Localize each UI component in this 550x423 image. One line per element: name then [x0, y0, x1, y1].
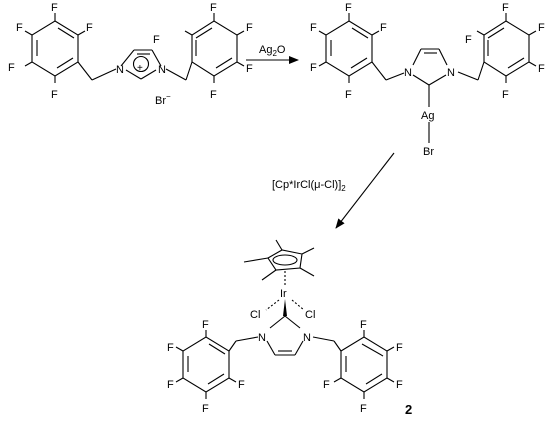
compound-number: 2	[405, 402, 412, 417]
f-label: F	[310, 22, 317, 34]
reaction-arrow-2: [Cp*IrCl(μ-Cl)]2	[272, 152, 395, 229]
f-label: F	[167, 379, 174, 391]
f-label: F	[380, 22, 387, 34]
left-pentafluorophenyl-ring	[175, 330, 259, 399]
f-label: F	[16, 22, 23, 34]
f-label: F	[86, 22, 93, 34]
f-label: F	[396, 379, 403, 391]
f-label: F	[246, 22, 253, 34]
f-label: F	[167, 342, 174, 354]
ag-label: Ag	[421, 110, 434, 122]
iridium-carbene-complex: Ir Cl Cl N N F F F F F F F F F F 2	[167, 239, 412, 417]
f-label: F	[310, 62, 317, 74]
f-label: F	[345, 2, 352, 14]
ir-carbene-wedge	[283, 299, 287, 316]
f-label: F	[396, 342, 403, 354]
n-label: N	[303, 332, 311, 344]
reagent-silver-oxide: Ag2O	[259, 44, 286, 58]
f-label: F	[502, 2, 509, 14]
silver-carbene-complex: F F F F F N N Ag Br F F F F F	[310, 2, 545, 158]
reaction-arrow-1: Ag2O	[246, 44, 299, 64]
n-label: N	[258, 332, 266, 344]
f-label: F	[323, 379, 330, 391]
f-label: F	[360, 403, 367, 415]
left-pentafluorophenyl-ring	[318, 13, 405, 83]
ir-label: Ir	[280, 288, 287, 300]
right-pentafluorophenyl-ring	[457, 13, 537, 83]
f-label: F	[360, 319, 367, 331]
imidazolium-ring	[120, 49, 162, 80]
n-label: N	[447, 67, 455, 79]
br-label: Br	[423, 146, 434, 158]
f-label: F	[202, 319, 209, 331]
f-label: F	[153, 34, 160, 46]
n-label: N	[116, 64, 124, 76]
f-label: F	[238, 379, 245, 391]
imidazolium-salt: F F F F F N N + F F F F F Br−	[8, 2, 253, 107]
cl-label: Cl	[305, 309, 315, 321]
f-label: F	[202, 403, 209, 415]
f-label: F	[345, 89, 352, 101]
reagent-iridium-dimer: [Cp*IrCl(μ-Cl)]2	[272, 179, 346, 193]
cl-label: Cl	[250, 309, 260, 321]
n-label: N	[404, 67, 412, 79]
cation-charge: +	[137, 63, 143, 74]
left-pentafluorophenyl-ring	[24, 13, 117, 83]
f-label: F	[210, 89, 217, 101]
imidazolylidene-ring	[412, 48, 448, 107]
ir-cl-bonds	[265, 299, 305, 311]
f-label: F	[51, 89, 58, 101]
f-label: F	[210, 2, 217, 14]
n-label: N	[158, 64, 166, 76]
f-label: F	[502, 89, 509, 101]
f-label: F	[465, 34, 472, 46]
f-label: F	[538, 22, 545, 34]
right-pentafluorophenyl-ring	[312, 330, 395, 399]
f-label: F	[538, 63, 545, 75]
f-label: F	[246, 63, 253, 75]
right-pentafluorophenyl-ring	[165, 13, 245, 83]
f-label: F	[51, 2, 58, 14]
bromide-counterion: Br−	[155, 92, 171, 107]
cp-star-ligand	[243, 239, 315, 285]
f-label: F	[8, 62, 15, 74]
imidazolylidene-ring	[266, 315, 304, 356]
